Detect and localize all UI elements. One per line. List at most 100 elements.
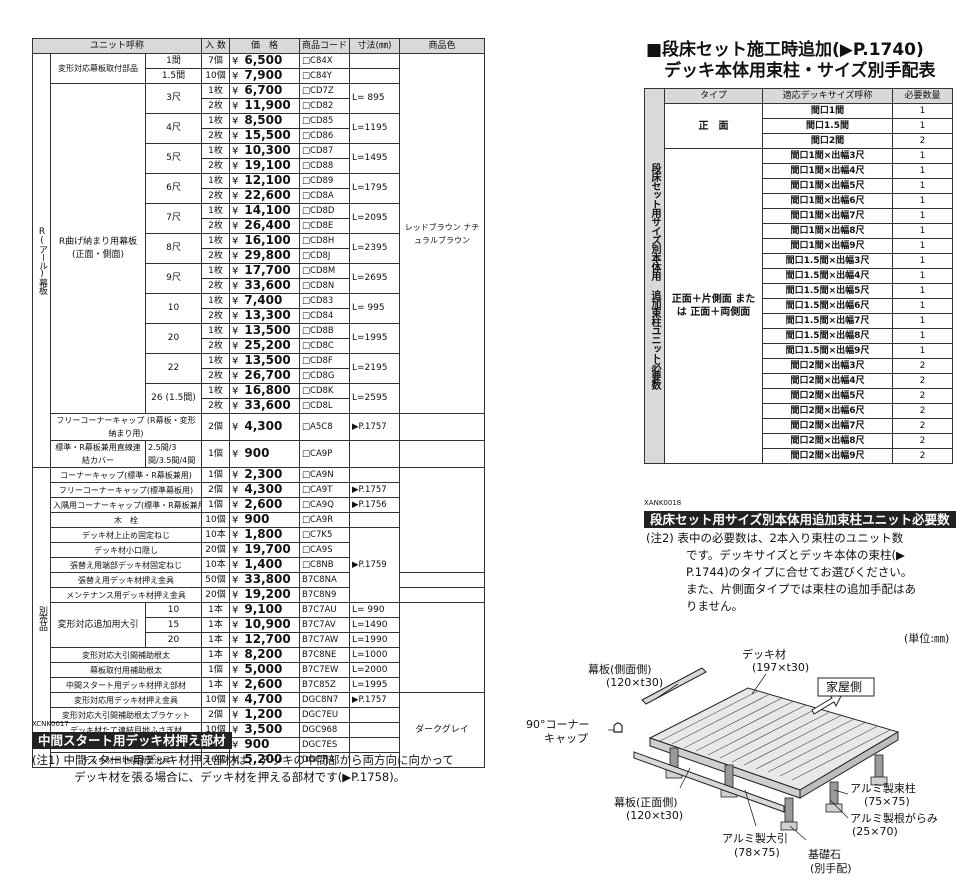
label-house: 家屋側 [826, 680, 863, 694]
price-value: 1,400 [244, 557, 283, 571]
code-cell: □CD8J [299, 248, 350, 264]
qty-cell: 1枚 [201, 113, 230, 129]
code-cell: □CA9N [299, 467, 350, 483]
price-cell: ¥5,200 [229, 752, 300, 768]
price-value: 33,600 [244, 278, 291, 292]
dim-cell [349, 512, 400, 528]
yen-sign: ¥ [232, 422, 239, 433]
header-count: 必要数量 [892, 88, 953, 104]
yen-sign: ¥ [232, 71, 239, 82]
code-cell: DGC7EU [299, 707, 350, 723]
count-cell: 1 [892, 238, 953, 254]
price-value: 2,300 [244, 467, 283, 481]
count-cell: 2 [892, 433, 953, 449]
price-value: 12,100 [244, 173, 291, 187]
price-cell: ¥16,800 [229, 383, 300, 399]
right-title-line1: ■段床セット施工時追加(▶P.1740) [646, 40, 924, 60]
right-note-line: です。デッキサイズとデッキ本体の束柱(▶ [686, 548, 905, 562]
size-cell: 間口2間×出幅3尺 [762, 358, 893, 374]
price-value: 19,200 [244, 587, 291, 601]
price-cell: ¥2,600 [229, 677, 300, 693]
page-ref [349, 722, 400, 738]
price-cell: ¥5,000 [229, 662, 300, 678]
yen-sign: ¥ [232, 725, 239, 736]
price-cell: ¥4,700 [229, 692, 300, 708]
right-note-line: また、片側面タイプでは束柱の追加手配はあ [686, 582, 916, 596]
code-cell: □C84X [299, 53, 350, 69]
price-cell: ¥3,500 [229, 722, 300, 738]
note-1-line1: (注1) 中間スタート用デッキ材押え部材は、デッキの中間部から両方向に向かって [32, 753, 454, 767]
page-ref [349, 752, 400, 768]
label-negara: アルミ製根がらみ [850, 812, 938, 825]
table-ref-code: XCNK0017 [32, 720, 69, 728]
dim-cell: L=1995 [349, 677, 400, 693]
price-value: 1,800 [244, 527, 283, 541]
price-value: 33,600 [244, 398, 291, 412]
right-note-line: (注2) 表中の必要数は、2本入り束柱のユニット数 [646, 531, 904, 545]
price-cell: ¥4,300 [229, 482, 300, 498]
qty-cell: 2枚 [201, 368, 230, 384]
page-ref: ▶P.1757 [349, 413, 400, 441]
size-label: 5尺 [145, 143, 202, 174]
page-ref: ▶P.1756 [349, 497, 400, 513]
qty-cell: 1枚 [201, 353, 230, 369]
price-cell: ¥16,100 [229, 233, 300, 249]
price-cell: ¥4,300 [229, 413, 300, 441]
price-value: 2,600 [244, 677, 283, 691]
qty-cell: 2個 [201, 413, 230, 441]
qty-cell: 2枚 [201, 128, 230, 144]
page-ref: ▶P.1757 [349, 692, 400, 708]
code-cell: □CD8N [299, 278, 350, 294]
dim-cell [349, 53, 400, 69]
price-value: 8,200 [244, 647, 283, 661]
table-side-label: 段床セット用サイズ別本体用 追加束柱ユニット必要数 [644, 88, 665, 464]
yen-sign: ¥ [232, 161, 239, 172]
table-row: 2枚¥25,200□CD8C [33, 338, 485, 354]
price-value: 7,400 [244, 293, 283, 307]
code-cell: B7C8NA [299, 572, 350, 588]
yen-sign: ¥ [232, 500, 239, 511]
price-value: 9,100 [244, 602, 283, 616]
yen-sign: ¥ [232, 575, 239, 586]
count-cell: 1 [892, 148, 953, 164]
color-cell [399, 413, 485, 441]
price-value: 13,500 [244, 353, 291, 367]
type-cell: 正面＋片側面 または 正面＋両側面 [664, 148, 763, 464]
count-cell: 2 [892, 373, 953, 389]
code-cell: □A5C8 [299, 413, 350, 441]
code-cell: □CA9P [299, 440, 350, 468]
yen-sign: ¥ [232, 281, 239, 292]
qty-cell: 1本 [201, 617, 230, 633]
code-cell: B7C8NE [299, 647, 350, 663]
code-cell: □CA9T [299, 482, 350, 498]
price-cell: ¥900 [229, 737, 300, 753]
size-cell: 間口2間×出幅8尺 [762, 433, 893, 449]
type-cell: 正 面 [664, 103, 763, 149]
code-cell: B7C7AU [299, 602, 350, 618]
qty-cell: 2枚 [201, 188, 230, 204]
price-value: 4,300 [244, 419, 283, 433]
price-cell: ¥14,100 [229, 203, 300, 219]
code-cell: □CA9S [299, 542, 350, 558]
label-makuita-side-dim: (120×t30) [606, 676, 664, 689]
yen-sign: ¥ [232, 545, 239, 556]
right-note-line: りません。 [686, 599, 744, 613]
right-table-ref-code: XANK0018 [644, 499, 682, 507]
qty-cell: 1本 [201, 632, 230, 648]
count-cell: 1 [892, 268, 953, 284]
price-value: 3,500 [244, 722, 283, 736]
item-label: デッキ材上止め固定ねじ [50, 527, 202, 543]
qty-cell: 2枚 [201, 248, 230, 264]
note-1-line2: デッキ材を張る場合に、デッキ材を押える部材です(▶P.1758)。 [74, 770, 406, 784]
